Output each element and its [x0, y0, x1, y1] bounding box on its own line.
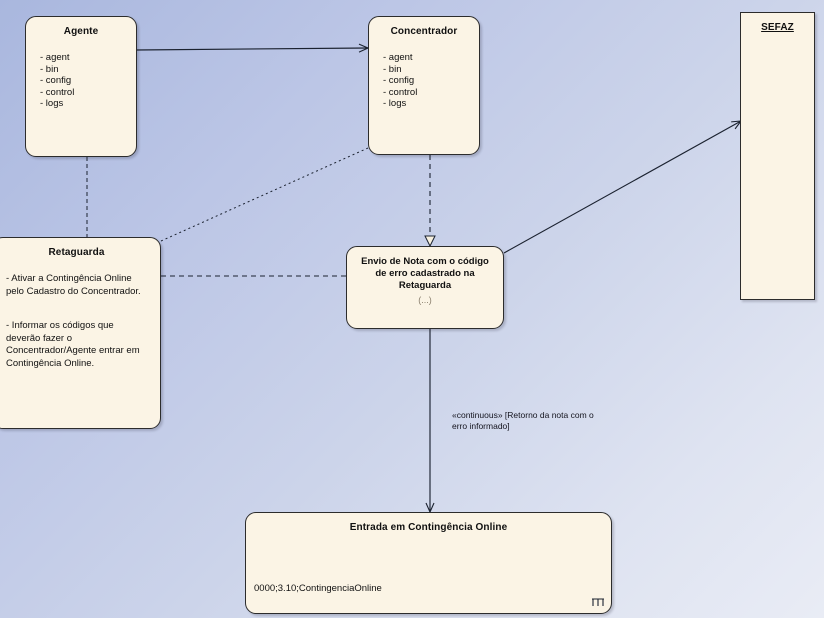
retaguarda-paragraph: - Ativar a Contingência Online pelo Cada… [6, 273, 141, 297]
node-envio-de-nota[interactable]: Envio de Nota com o código de erro cadas… [346, 246, 504, 329]
attribute-item: - control [40, 86, 75, 98]
node-retaguarda[interactable]: Retaguarda - Ativar a Contingência Onlin… [0, 237, 161, 429]
node-agente-title: Agente [63, 26, 99, 37]
attribute-item: - config [40, 75, 72, 86]
node-sefaz-title: SEFAZ [761, 22, 794, 33]
attribute-item: - agent [40, 52, 70, 63]
artifact-icon [592, 598, 604, 606]
attribute-item: - control [383, 86, 418, 98]
edge-agente-to-concentrador [135, 43, 370, 53]
node-entrada-code-list: 0000;3.10;ContingenciaOnline 1000;205;Co… [246, 534, 611, 618]
attribute-item: - logs [40, 98, 64, 109]
edge-envio-to-sefaz [503, 120, 743, 254]
attribute-item: - logs [383, 98, 407, 109]
node-entrada-title: Entrada em Contingência Online [349, 522, 508, 533]
node-agente[interactable]: Agente - agent - bin - config - control … [25, 16, 137, 157]
node-agente-attributes: - agent - bin - config - control - logs [26, 38, 136, 110]
attribute-item: - config [383, 75, 415, 86]
edge-label-continuous: «continuous» [Retorno da nota com o erro… [452, 410, 594, 431]
retaguarda-paragraph: - Informar os códigos que deverão fazer … [6, 320, 140, 369]
attribute-item: - bin [40, 63, 59, 75]
node-concentrador-attributes: - agent - bin - config - control - logs [369, 38, 479, 110]
node-retaguarda-title: Retaguarda [48, 247, 105, 258]
node-concentrador[interactable]: Concentrador - agent - bin - config - co… [368, 16, 480, 155]
node-concentrador-title: Concentrador [390, 26, 458, 37]
node-envio-title: Envio de Nota com o código de erro cadas… [361, 256, 489, 291]
node-sefaz[interactable]: SEFAZ [740, 12, 815, 300]
node-envio-subtitle: (...) [418, 295, 432, 305]
attribute-item: - agent [383, 52, 413, 63]
code-line: 0000;3.10;ContingenciaOnline [254, 583, 382, 594]
node-entrada-contingencia[interactable]: Entrada em Contingência Online 0000;3.10… [245, 512, 612, 614]
attribute-item: - bin [383, 63, 402, 75]
edge-retaguarda-to-concentrador [160, 147, 369, 242]
node-retaguarda-body: - Ativar a Contingência Online pelo Cada… [0, 259, 160, 370]
